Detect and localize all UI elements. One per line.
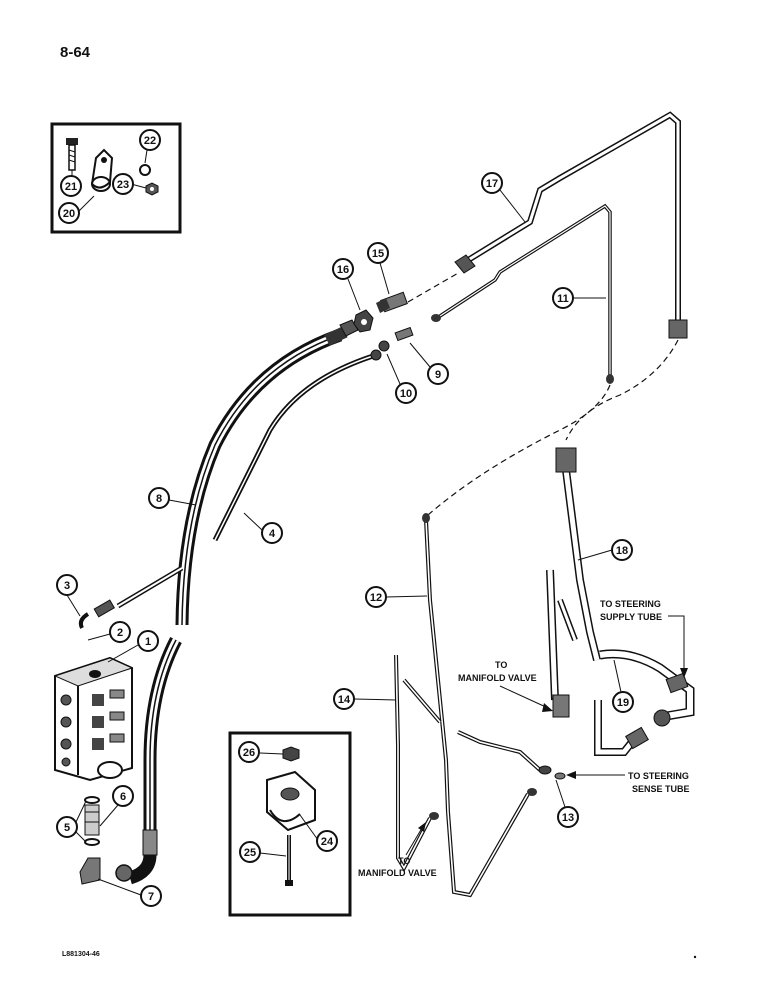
callout-16: 16 <box>332 258 354 280</box>
svg-text:8: 8 <box>156 493 162 505</box>
svg-text:5: 5 <box>64 822 70 834</box>
note-to-manifold-lower: TO MANIFOLD VALVE <box>358 822 437 878</box>
svg-text:16: 16 <box>337 264 349 276</box>
callout-14: 14 <box>333 688 355 710</box>
svg-text:11: 11 <box>557 293 569 305</box>
inset-clamp-hardware <box>228 731 352 917</box>
svg-text:4: 4 <box>269 528 276 540</box>
svg-text:24: 24 <box>321 836 334 848</box>
callout-4: 4 <box>261 522 283 544</box>
callout-25: 25 <box>239 841 261 863</box>
svg-text:SENSE TUBE: SENSE TUBE <box>632 784 690 794</box>
svg-text:10: 10 <box>400 388 412 400</box>
hose-8 <box>175 319 359 626</box>
page-number: 8-64 <box>60 44 91 61</box>
fitting-13 <box>538 765 566 780</box>
tube-12 <box>422 513 450 813</box>
svg-text:12: 12 <box>370 592 382 604</box>
svg-text:14: 14 <box>338 694 351 706</box>
elbow-fitting-7 <box>79 857 101 885</box>
callout-6: 6 <box>112 785 134 807</box>
svg-text:15: 15 <box>372 248 384 260</box>
svg-text:25: 25 <box>244 847 256 859</box>
svg-text:22: 22 <box>144 135 156 147</box>
fitting-9-10 <box>378 326 414 352</box>
callout-1: 1 <box>137 630 159 652</box>
clamp-24-icon <box>266 770 316 832</box>
svg-text:MANIFOLD VALVE: MANIFOLD VALVE <box>358 868 437 878</box>
svg-text:17: 17 <box>486 178 498 190</box>
callout-9: 9 <box>427 363 449 385</box>
nut-23-icon <box>145 182 159 196</box>
callout-23: 23 <box>112 173 134 195</box>
tube-18 <box>546 447 601 718</box>
fitting-5-6 <box>84 796 100 846</box>
valve-block-1 <box>53 656 134 782</box>
svg-text:20: 20 <box>63 208 75 220</box>
callout-8: 8 <box>148 487 170 509</box>
callout-22: 22 <box>139 129 161 151</box>
callout-7: 7 <box>140 885 162 907</box>
callout-13: 13 <box>557 806 579 828</box>
note-to-steering-supply: TO STEERING SUPPLY TUBE <box>600 599 688 678</box>
note-to-manifold-upper: TO MANIFOLD VALVE <box>458 660 553 712</box>
svg-text:23: 23 <box>117 179 129 191</box>
callout-3: 3 <box>56 574 78 596</box>
svg-text:MANIFOLD VALVE: MANIFOLD VALVE <box>458 673 537 683</box>
tube-3 <box>78 565 184 629</box>
nut-26-icon <box>282 746 300 762</box>
inset-clip-hardware <box>50 122 182 234</box>
svg-text:TO STEERING: TO STEERING <box>628 771 689 781</box>
note-to-steering-sense: TO STEERING SENSE TUBE <box>566 771 690 794</box>
callout-18: 18 <box>611 539 633 561</box>
svg-text:21: 21 <box>65 181 77 193</box>
hose-lower <box>115 637 182 885</box>
svg-text:TO STEERING: TO STEERING <box>600 599 661 609</box>
callout-10: 10 <box>395 382 417 404</box>
svg-text:9: 9 <box>435 369 441 381</box>
callout-21: 21 <box>60 175 82 197</box>
callout-19: 19 <box>612 691 634 713</box>
callout-17: 17 <box>481 172 503 194</box>
clip-20-icon <box>90 148 114 192</box>
svg-text:6: 6 <box>120 791 126 803</box>
svg-text:SUPPLY TUBE: SUPPLY TUBE <box>600 612 662 622</box>
callout-20: 20 <box>58 202 80 224</box>
svg-text:TO: TO <box>398 856 410 866</box>
callout-26: 26 <box>238 741 260 763</box>
screw-25-icon <box>285 835 293 886</box>
callout-24: 24 <box>316 830 338 852</box>
svg-text:18: 18 <box>616 545 628 557</box>
fitting-15-16 <box>353 291 408 333</box>
svg-text:19: 19 <box>617 697 629 709</box>
callout-11: 11 <box>552 287 574 309</box>
tube-17 <box>454 111 688 339</box>
bolt-21-icon <box>66 138 78 171</box>
callout-15: 15 <box>367 242 389 264</box>
figure-id: L881304-46 <box>62 951 100 958</box>
svg-text:TO: TO <box>495 660 507 670</box>
svg-text:7: 7 <box>148 891 154 903</box>
tube-14 <box>394 654 542 898</box>
svg-text:1: 1 <box>145 636 151 648</box>
svg-text:13: 13 <box>562 812 574 824</box>
svg-text:26: 26 <box>243 747 255 759</box>
lockwasher-22-icon <box>139 164 151 176</box>
callout-5: 5 <box>56 816 78 838</box>
callout-2: 2 <box>109 621 131 643</box>
callout-12: 12 <box>365 586 387 608</box>
svg-text:3: 3 <box>64 580 70 592</box>
tube-19 <box>594 649 695 756</box>
tube-11 <box>431 203 614 384</box>
hose-4 <box>212 349 382 542</box>
svg-text:2: 2 <box>117 627 123 639</box>
